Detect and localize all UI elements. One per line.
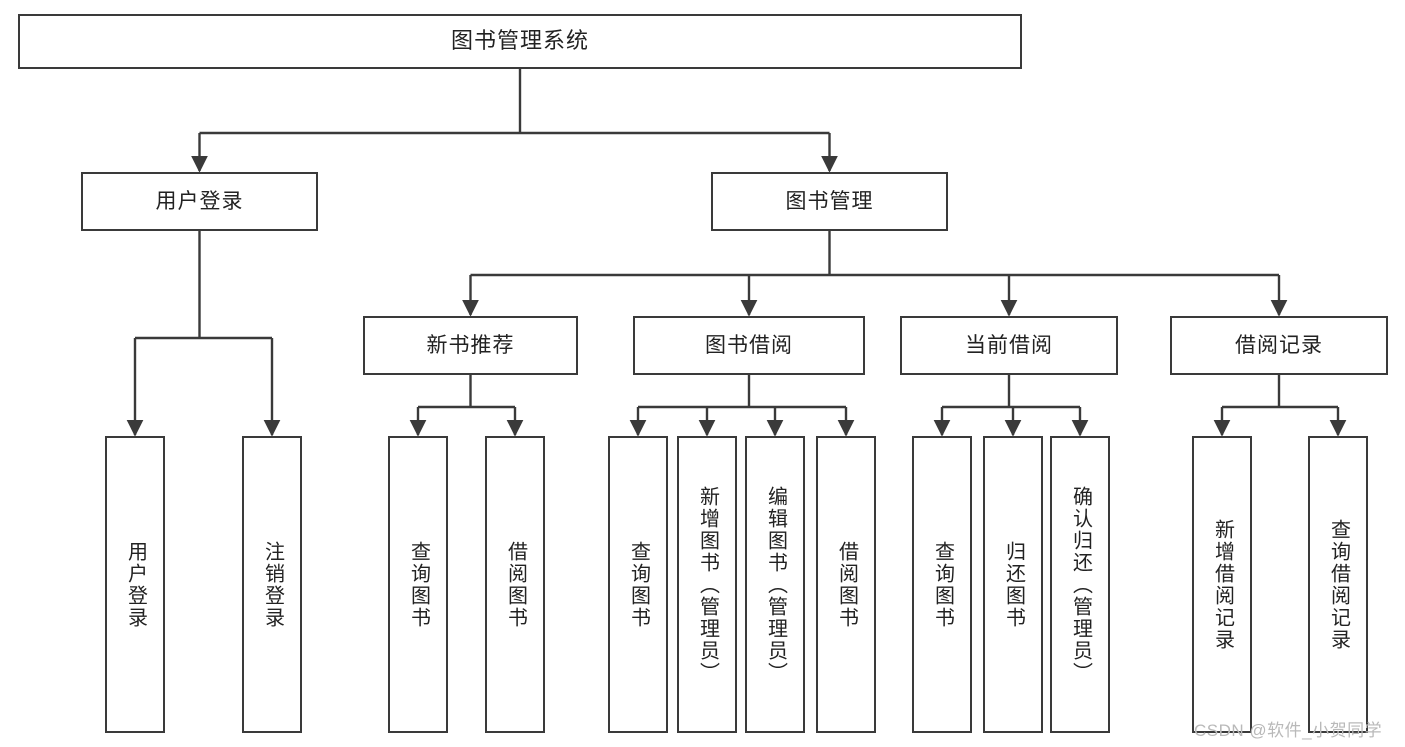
- node-label: 借阅图书: [504, 540, 527, 629]
- node-label: 用户登录: [155, 189, 244, 213]
- node-leaf-add-record: 新增借阅记录: [1192, 436, 1252, 733]
- node-label: 新增借阅记录: [1211, 518, 1234, 651]
- node-l2-new-book-rec: 新书推荐: [363, 316, 578, 375]
- node-leaf-query-book-b: 查询图书: [608, 436, 668, 733]
- node-label: 用户登录: [124, 540, 147, 629]
- node-leaf-user-login: 用户登录: [105, 436, 165, 733]
- node-label: 当前借阅: [965, 333, 1053, 357]
- node-label: 确认归还（管理员）: [1069, 485, 1092, 684]
- node-label: 编辑图书（管理员）: [764, 485, 787, 684]
- node-leaf-query-book-a: 查询图书: [388, 436, 448, 733]
- node-label: 查询图书: [407, 540, 430, 629]
- node-label: 归还图书: [1002, 540, 1025, 629]
- node-leaf-edit-book: 编辑图书（管理员）: [745, 436, 805, 733]
- node-leaf-add-book: 新增图书（管理员）: [677, 436, 737, 733]
- node-leaf-borrow-book-b: 借阅图书: [816, 436, 876, 733]
- node-label: 新书推荐: [426, 333, 515, 357]
- node-label: 借阅图书: [835, 540, 858, 629]
- node-label: 查询图书: [627, 540, 650, 629]
- node-l1-user-login: 用户登录: [81, 172, 318, 231]
- node-leaf-query-book-c: 查询图书: [912, 436, 972, 733]
- node-label: 图书管理: [785, 189, 874, 213]
- node-label: 借阅记录: [1235, 333, 1323, 357]
- node-leaf-borrow-book-a: 借阅图书: [485, 436, 545, 733]
- node-leaf-confirm-return: 确认归还（管理员）: [1050, 436, 1110, 733]
- node-l2-current-borrow: 当前借阅: [900, 316, 1118, 375]
- node-label: 图书管理系统: [450, 28, 589, 54]
- node-root: 图书管理系统: [18, 14, 1022, 69]
- node-leaf-logout: 注销登录: [242, 436, 302, 733]
- node-l1-book-mgmt: 图书管理: [711, 172, 948, 231]
- node-l2-book-borrow: 图书借阅: [633, 316, 865, 375]
- node-label: 新增图书（管理员）: [696, 485, 719, 684]
- node-label: 图书借阅: [705, 333, 793, 357]
- node-label: 查询图书: [931, 540, 954, 629]
- node-l2-borrow-record: 借阅记录: [1170, 316, 1388, 375]
- node-leaf-return-book: 归还图书: [983, 436, 1043, 733]
- node-leaf-query-record: 查询借阅记录: [1308, 436, 1368, 733]
- node-label: 注销登录: [261, 540, 284, 629]
- node-label: 查询借阅记录: [1327, 518, 1350, 651]
